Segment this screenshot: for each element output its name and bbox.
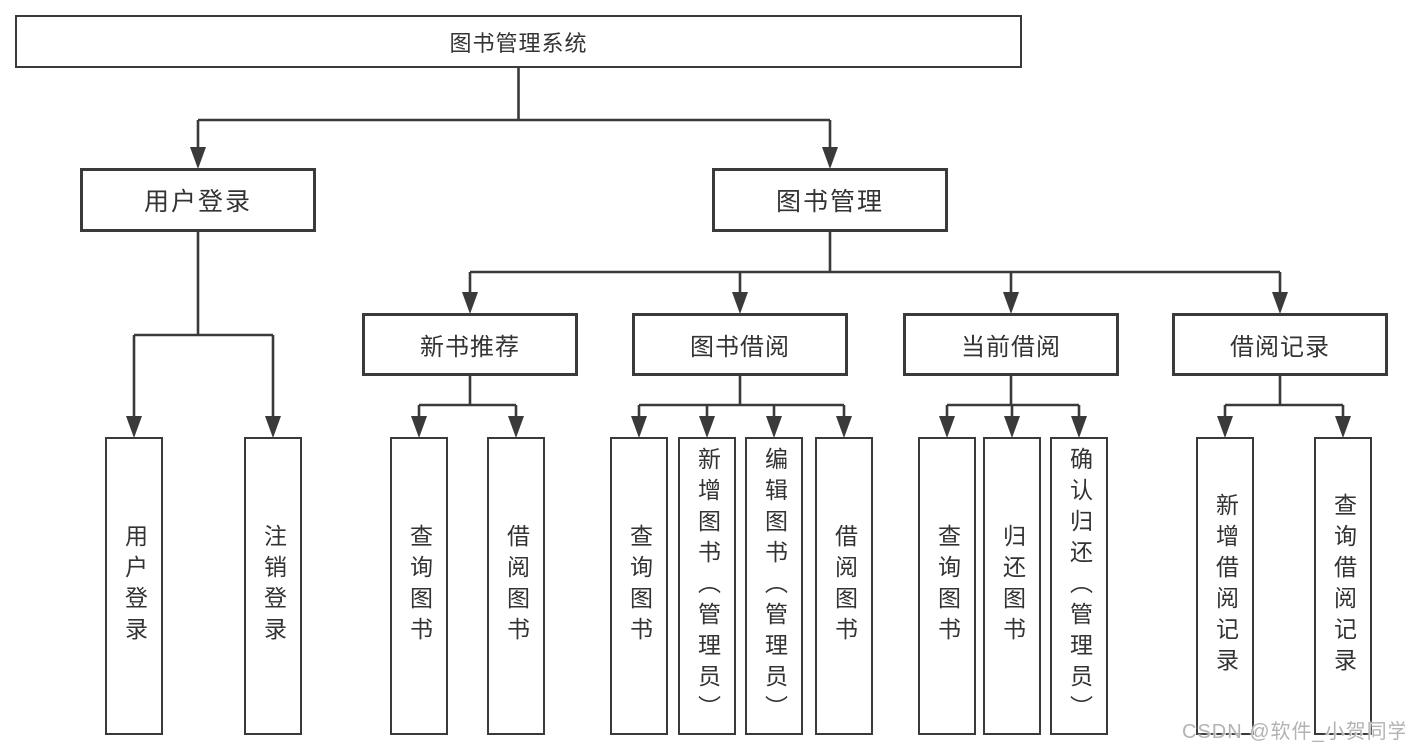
leaf-newbook-query-books: 查询图书 bbox=[390, 437, 448, 735]
node-new-book-recommend-label: 新书推荐 bbox=[420, 334, 520, 361]
leaf-current-confirm-return-admin-label: 确认归还（管理员） bbox=[1066, 446, 1093, 726]
node-borrow-record: 借阅记录 bbox=[1172, 313, 1388, 376]
leaf-borrow-borrow-books: 借阅图书 bbox=[815, 437, 873, 735]
connector-borrow-record bbox=[1223, 376, 1345, 418]
node-user-login: 用户登录 bbox=[80, 168, 316, 232]
leaf-current-query-books: 查询图书 bbox=[918, 437, 976, 735]
leaf-borrow-add-books-admin: 新增图书（管理员） bbox=[678, 437, 736, 735]
node-book-borrow-label: 图书借阅 bbox=[690, 334, 790, 361]
leaf-record-query-borrow-record: 查询借阅记录 bbox=[1314, 437, 1372, 735]
leaf-borrow-add-books-admin-label: 新增图书（管理员） bbox=[694, 446, 721, 726]
node-root-label: 图书管理系统 bbox=[449, 30, 588, 56]
node-current-borrow-label: 当前借阅 bbox=[961, 334, 1061, 361]
node-book-management: 图书管理 bbox=[712, 168, 948, 232]
leaf-borrow-edit-books-admin: 编辑图书（管理员） bbox=[745, 437, 803, 735]
connector-user-login bbox=[132, 232, 275, 418]
leaf-record-query-borrow-record-label: 查询借阅记录 bbox=[1330, 493, 1357, 679]
node-user-login-label: 用户登录 bbox=[143, 188, 252, 216]
connector-book-management bbox=[468, 232, 1282, 294]
node-root: 图书管理系统 bbox=[15, 15, 1022, 68]
leaf-borrow-query-books: 查询图书 bbox=[610, 437, 668, 735]
csdn-watermark: CSDN @软件_小贺同学 bbox=[1182, 721, 1405, 743]
leaf-borrow-query-books-label: 查询图书 bbox=[626, 524, 653, 648]
leaf-record-add-borrow-record: 新增借阅记录 bbox=[1196, 437, 1254, 735]
node-book-borrow: 图书借阅 bbox=[632, 313, 848, 376]
connector-root bbox=[196, 68, 832, 149]
leaf-logout-label: 注销登录 bbox=[260, 524, 287, 648]
leaf-current-query-books-label: 查询图书 bbox=[934, 524, 961, 648]
leaf-current-confirm-return-admin: 确认归还（管理员） bbox=[1050, 437, 1108, 735]
leaf-borrow-edit-books-admin-label: 编辑图书（管理员） bbox=[761, 446, 788, 726]
node-borrow-record-label: 借阅记录 bbox=[1230, 334, 1330, 361]
leaf-user-login: 用户登录 bbox=[105, 437, 163, 735]
node-new-book-recommend: 新书推荐 bbox=[362, 313, 578, 376]
leaf-newbook-query-books-label: 查询图书 bbox=[406, 524, 433, 648]
leaf-record-add-borrow-record-label: 新增借阅记录 bbox=[1212, 493, 1239, 679]
leaf-logout: 注销登录 bbox=[244, 437, 302, 735]
leaf-newbook-borrow-books-label: 借阅图书 bbox=[503, 524, 530, 648]
leaf-borrow-borrow-books-label: 借阅图书 bbox=[831, 524, 858, 648]
leaf-current-return-books-label: 归还图书 bbox=[999, 524, 1026, 648]
leaf-newbook-borrow-books: 借阅图书 bbox=[487, 437, 545, 735]
node-book-management-label: 图书管理 bbox=[775, 188, 884, 216]
connector-new-book bbox=[417, 376, 518, 418]
connector-book-borrow bbox=[637, 376, 846, 418]
leaf-user-login-label: 用户登录 bbox=[121, 524, 148, 648]
connector-current-borrow bbox=[945, 376, 1081, 418]
leaf-current-return-books: 归还图书 bbox=[983, 437, 1041, 735]
node-current-borrow: 当前借阅 bbox=[903, 313, 1119, 376]
